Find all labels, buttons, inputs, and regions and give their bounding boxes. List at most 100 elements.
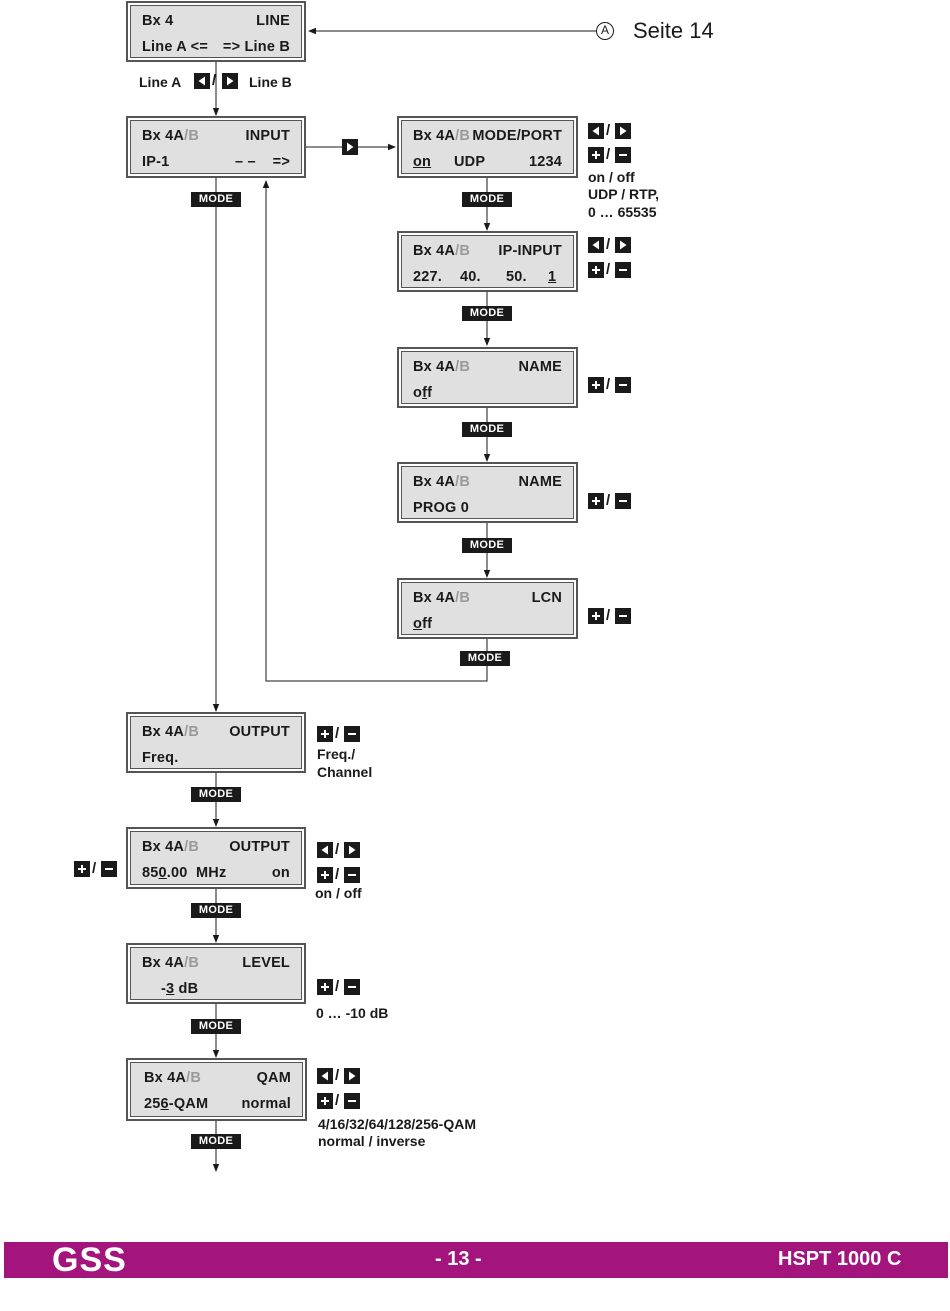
slash-separator: / (212, 72, 217, 89)
right-arrow-button[interactable] (222, 73, 238, 89)
plus-button[interactable] (317, 979, 333, 995)
left-arrow-button[interactable] (588, 237, 604, 253)
lcd-qam-param: QAM (256, 1070, 291, 1086)
right-arrow-button[interactable] (344, 842, 360, 858)
mode-key[interactable]: MODE (460, 651, 510, 666)
lcd-lcn-value-post: ff (422, 616, 433, 632)
lcd-qam-value-post: -QAM (168, 1096, 209, 1112)
minus-button[interactable] (101, 861, 117, 877)
note-modeport-protocol: UDP / RTP, (588, 186, 660, 202)
mode-key[interactable]: MODE (462, 422, 512, 437)
mode-key[interactable]: MODE (462, 538, 512, 553)
slash-separator: / (606, 376, 611, 393)
slash-separator: / (335, 841, 340, 858)
minus-button[interactable] (615, 608, 631, 624)
left-arrow-button[interactable] (317, 1068, 333, 1084)
lcd-ipinput-title-b: /B (455, 243, 471, 259)
slash-separator: / (606, 607, 611, 624)
plus-button[interactable] (588, 147, 604, 163)
lcd-lcn-param: LCN (531, 590, 562, 606)
lcd-lcn-title: Bx 4A (413, 590, 456, 606)
slash-separator: / (606, 492, 611, 509)
lcd-level-title: Bx 4A (142, 955, 185, 971)
lcd-name-off-value-post: f (427, 385, 433, 401)
right-arrow-button[interactable] (344, 1068, 360, 1084)
lcd-qam-value-pre: 25 (144, 1096, 161, 1112)
lcd-ipinput-octet-4: 1 (548, 269, 557, 285)
page-number: - 13 - (435, 1248, 482, 1270)
minus-button[interactable] (344, 979, 360, 995)
note-output-channel: Channel (317, 764, 373, 780)
lcd-modeport-port: 1234 (528, 154, 562, 170)
slash-separator: / (606, 122, 611, 139)
lcd-output-freq-param: OUTPUT (229, 724, 290, 740)
mode-key[interactable]: MODE (462, 306, 512, 321)
minus-button[interactable] (344, 867, 360, 883)
footer-bar (4, 1242, 948, 1278)
lcd-lcn-title-b: /B (455, 590, 471, 606)
plus-button[interactable] (588, 377, 604, 393)
slash-separator: / (335, 1092, 340, 1109)
lcd-modeport-protocol: UDP (454, 154, 486, 170)
reference-circle (596, 22, 614, 40)
lcd-level-title-b: /B (184, 955, 200, 971)
lcd-name-prog-title: Bx 4A (413, 474, 456, 490)
mode-key[interactable]: MODE (191, 903, 241, 918)
lcd-input-param: INPUT (245, 128, 290, 144)
lcd-lcn-value-cursor: o (413, 616, 423, 632)
lcd-name-prog-param: NAME (518, 474, 562, 490)
slash-separator: / (606, 146, 611, 163)
model-name: HSPT 1000 C (778, 1248, 902, 1270)
minus-button[interactable] (344, 1093, 360, 1109)
slash-separator: / (606, 236, 611, 253)
brand-logo: GSS (52, 1241, 127, 1279)
mode-key[interactable]: MODE (191, 1019, 241, 1034)
right-arrow-button[interactable] (342, 139, 358, 155)
right-arrow-button[interactable] (615, 237, 631, 253)
plus-button[interactable] (317, 867, 333, 883)
lcd-name-off-title: Bx 4A (413, 359, 456, 375)
lcd-name-off-param: NAME (518, 359, 562, 375)
lcd-lcn: Bx 4A/B LCN off (397, 578, 578, 639)
plus-button[interactable] (588, 608, 604, 624)
mode-key[interactable]: MODE (191, 192, 241, 207)
mode-key[interactable]: MODE (191, 787, 241, 802)
plus-button[interactable] (588, 493, 604, 509)
lcd-ipinput-param: IP-INPUT (498, 243, 562, 259)
left-arrow-button[interactable] (317, 842, 333, 858)
note-level-range: 0 … -10 dB (316, 1005, 389, 1021)
minus-button[interactable] (615, 493, 631, 509)
lcd-output-mhz-param: OUTPUT (229, 839, 290, 855)
minus-button[interactable] (344, 726, 360, 742)
lcd-name-prog-title-b: /B (455, 474, 471, 490)
minus-button[interactable] (615, 147, 631, 163)
lcd-modeport-param: MODE/PORT (472, 128, 562, 144)
mode-key[interactable]: MODE (191, 1134, 241, 1149)
lcd-line-value-a: Line A <= (142, 39, 208, 55)
lcd-qam-title-b: /B (186, 1070, 202, 1086)
lcd-input-title-b: /B (184, 128, 200, 144)
mode-key[interactable]: MODE (462, 192, 512, 207)
left-arrow-button[interactable] (194, 73, 210, 89)
plus-button[interactable] (588, 262, 604, 278)
note-modeport-onoff: on / off (588, 169, 635, 185)
plus-button[interactable] (317, 726, 333, 742)
minus-button[interactable] (615, 262, 631, 278)
lcd-qam-value-cursor: 6 (160, 1096, 169, 1112)
minus-button[interactable] (615, 377, 631, 393)
lcd-level-value-pre: - (161, 981, 167, 997)
left-arrow-button[interactable] (588, 123, 604, 139)
right-arrow-button[interactable] (615, 123, 631, 139)
plus-button[interactable] (74, 861, 90, 877)
plus-button[interactable] (317, 1093, 333, 1109)
lcd-input-next: – – => (234, 154, 290, 170)
